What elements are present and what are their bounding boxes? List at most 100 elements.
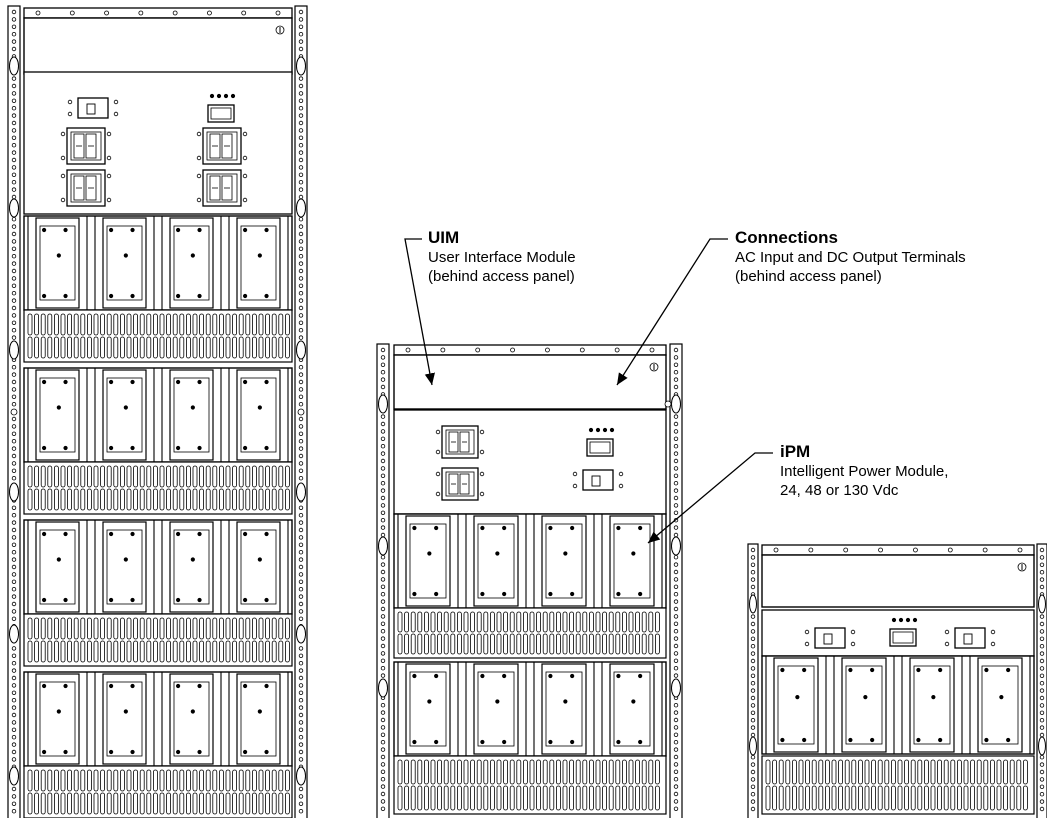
display-screen [589,441,611,454]
mounting-dot [197,293,202,299]
vent-slot [450,785,456,811]
rail-hole [11,313,17,318]
callout-leaders [404,238,773,544]
vent-slot [27,336,33,359]
rail-hole [1039,555,1045,560]
rail-hole [298,661,304,666]
module-faceplate [405,663,451,755]
vent-slot [126,769,132,792]
vent-slot [166,336,172,359]
vent-slot [60,488,66,511]
rail-hole [673,384,679,390]
vent-slot [179,792,185,815]
vent-slot [562,785,568,811]
rail-slot [9,198,19,218]
vent-slot [271,769,277,792]
rail-hole [298,83,304,89]
distribution-panel [23,71,293,215]
breaker-inner [70,131,102,161]
rail-slot [671,394,681,414]
rail-hole [11,564,17,570]
vent-slot [635,785,640,811]
mounting-dot [264,227,269,233]
breaker-screw [435,471,441,477]
rail-hole [11,786,17,792]
rail-hole [750,666,756,671]
rail-hole [11,246,17,251]
rail-hole [673,414,679,419]
vent-slot [811,785,817,811]
rail-hole [11,91,17,96]
vent-slot [218,617,224,640]
vent-slot [47,313,53,336]
rail-hole [380,777,386,782]
rail-hole [11,105,17,111]
vent-slot [27,313,33,336]
breaker-pole [221,175,233,201]
vent-slot [192,640,198,663]
rail-hole [11,283,17,288]
display-screen [892,631,914,644]
rail-hole [298,179,304,185]
vent-slot [80,336,86,359]
vent-slot [503,633,509,655]
rail-hole [11,587,17,592]
mounting-dot [197,749,202,755]
rail-hole [380,436,386,441]
mounting-dot [190,405,195,410]
vent-slot [205,769,211,792]
breaker-screw [242,173,248,179]
screw [944,629,950,635]
vent-slot [106,488,112,511]
mounting-dot [197,531,202,537]
mounting-dot [480,525,485,531]
rail-hole [750,695,756,701]
vent-slot [40,488,46,511]
vent-slot [179,769,185,792]
vent-slot [443,759,449,785]
screw [808,547,814,553]
rail-hole [298,91,304,96]
rail-hole [1039,570,1045,575]
rail-hole [673,703,679,708]
vent-slot [976,759,982,785]
mounting-dot [616,739,621,745]
vent-slot [218,769,224,792]
vent-slot [54,336,59,359]
vent-slot [40,617,46,640]
module-faceplate [609,663,655,755]
rail-hole [11,535,17,540]
vent-slot [410,759,416,785]
vent-slot [271,640,277,663]
vent-slot [417,759,423,785]
rail-hole [380,451,386,456]
vent-slot [897,785,903,811]
vent-slot [278,617,284,640]
rail-hole [298,135,304,140]
mounting-dot [916,667,921,673]
vent-slot [54,769,59,792]
vent-slot [891,785,896,811]
vent-slot [957,785,962,811]
mounting-dot [548,739,553,745]
breaker-pole [448,473,459,495]
rail-hole [750,584,756,590]
indicator-led [216,93,222,99]
screw [207,10,212,16]
rail-hole [380,377,386,382]
rail-hole [750,629,756,634]
vent-slot [133,313,139,336]
mounting-dot [176,293,181,299]
rail-hole [298,46,304,52]
vent-slot [146,465,152,488]
rail-hole [380,710,386,715]
mounting-dot [109,445,114,451]
vent-slot [536,633,541,655]
vent-slot [34,769,39,792]
rail-hole [298,712,304,718]
mounting-dot [502,525,507,531]
vent-slot [970,759,975,785]
rail-hole [750,555,756,560]
screw [69,10,75,16]
vent-slot [582,759,588,785]
